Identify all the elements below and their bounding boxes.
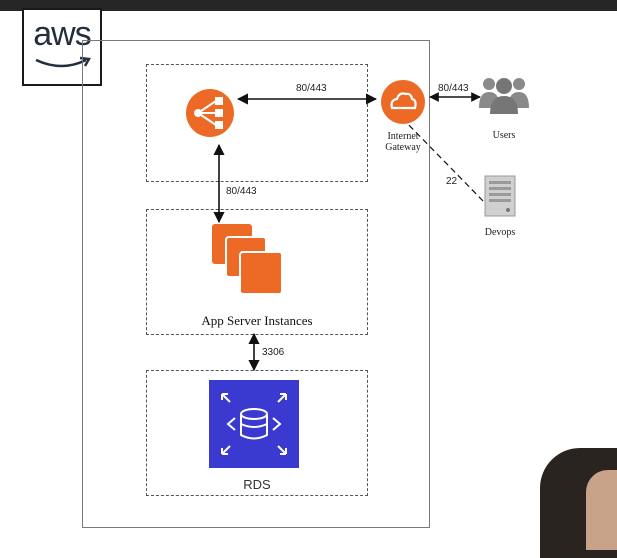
gateway-label-line1: Internet [387, 131, 419, 142]
gateway-label-line2: Gateway [385, 142, 421, 153]
edge-label-lb-gateway: 80/443 [296, 83, 327, 94]
users-label: Users [492, 130, 516, 141]
server-icon [484, 175, 516, 217]
edge-label-gateway-devops: 22 [446, 176, 458, 187]
edge-label-gateway-users: 80/443 [438, 83, 469, 94]
app-server-label: App Server Instances [201, 313, 313, 328]
users-icon [479, 78, 529, 114]
gateway-devops-dashed [401, 117, 487, 205]
top-dark-bar [0, 0, 617, 11]
ec2-instances-icon [212, 224, 283, 295]
presenter-face [586, 470, 617, 550]
vpc-boundary [82, 40, 430, 528]
rds-label: RDS [243, 477, 271, 492]
aws-logo: aws [22, 8, 102, 86]
aws-smile-icon [35, 56, 91, 68]
elb-icon [186, 89, 234, 137]
public-subnet [146, 64, 368, 182]
edge-label-lb-app: 80/443 [226, 186, 257, 197]
cloud-icon [381, 80, 425, 124]
aws-logo-text: aws [33, 15, 91, 53]
devops-label: Devops [484, 227, 516, 238]
connectors [213, 92, 487, 372]
edge-label-app-rds: 3306 [262, 347, 285, 358]
database-icon [209, 380, 299, 468]
gateway-label: Internet Gateway [372, 131, 434, 153]
